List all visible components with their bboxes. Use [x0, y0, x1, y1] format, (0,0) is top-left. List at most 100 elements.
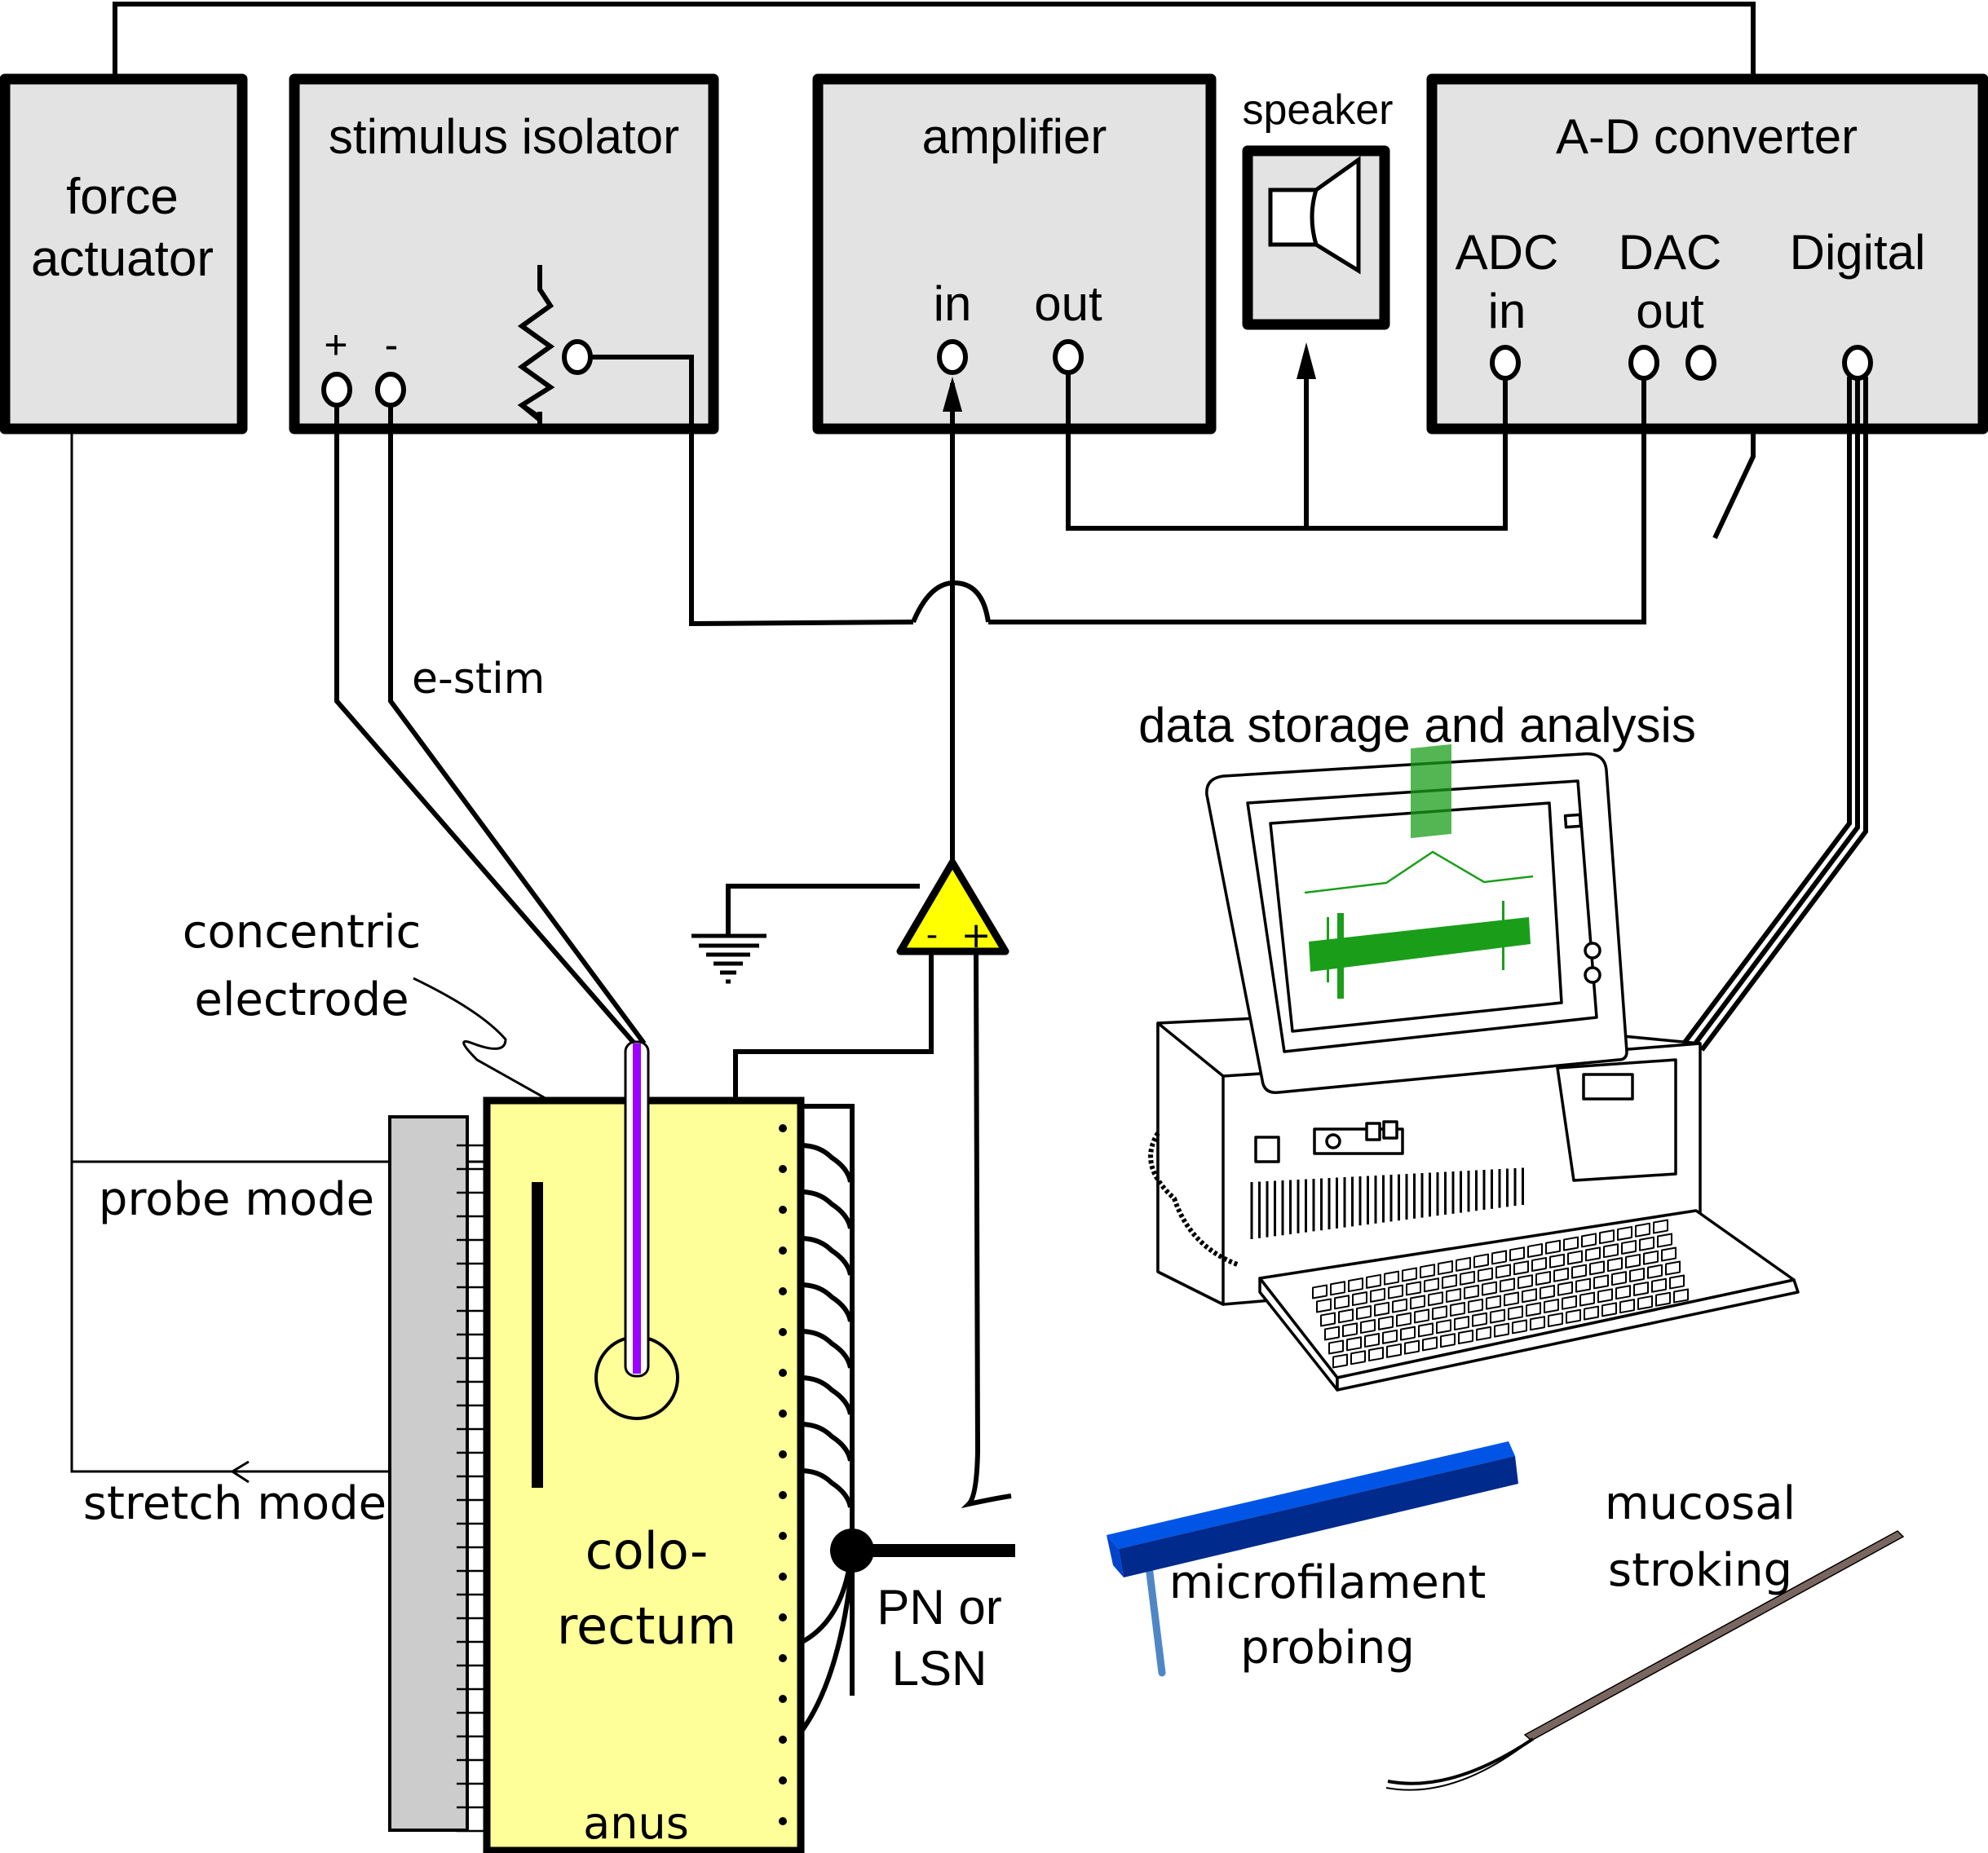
adc-in-jack[interactable]: [1490, 345, 1521, 381]
key: [1549, 1253, 1565, 1268]
key: [1316, 1298, 1332, 1313]
preamp-plus-label: +: [961, 915, 992, 956]
key: [1422, 1336, 1438, 1352]
nerve-branch: [800, 1375, 853, 1415]
tissue-dot: [779, 1817, 787, 1825]
e-stim-label: e-stim: [412, 655, 545, 704]
tissue-dot: [779, 1654, 787, 1662]
probe-bar: [532, 1182, 543, 1488]
concentric-electrode-label-1: concentric: [183, 906, 422, 959]
key: [1593, 1274, 1609, 1290]
amplifier-in-jack[interactable]: [937, 339, 968, 375]
nerve-branch: [800, 1236, 853, 1276]
speaker-icon: [1268, 156, 1361, 275]
tissue-dot: [779, 1287, 787, 1295]
mucosal-label-1: mucosal: [1605, 1477, 1796, 1530]
key: [1478, 1267, 1493, 1282]
digital-jack[interactable]: [1842, 345, 1873, 381]
colorectum-preparation: colo- rectum anus: [388, 1040, 1015, 1853]
key: [1545, 1239, 1561, 1255]
key: [1579, 1291, 1595, 1307]
key: [1669, 1274, 1685, 1290]
tissue-dot: [779, 1410, 787, 1418]
key: [1567, 1250, 1583, 1265]
tissue-dot: [779, 1491, 787, 1499]
plus-terminal-jack[interactable]: [321, 372, 352, 408]
key: [1392, 1298, 1407, 1313]
key: [1476, 1326, 1491, 1341]
key: [1464, 1284, 1479, 1299]
key: [1527, 1242, 1543, 1259]
tissue-dot: [779, 1613, 787, 1621]
minus-terminal-label: -: [385, 322, 399, 368]
concentric-electrode[interactable]: [594, 1040, 679, 1420]
key: [1473, 1253, 1489, 1268]
key: [1504, 1291, 1519, 1307]
key: [1486, 1295, 1501, 1310]
key: [1410, 1295, 1425, 1310]
key: [1553, 1267, 1569, 1282]
key: [1494, 1322, 1509, 1338]
concentric-electrode-pointer: [413, 977, 608, 1135]
key: [1531, 1256, 1547, 1273]
key: [1374, 1301, 1389, 1317]
key: [1495, 1264, 1511, 1279]
tissue-dot: [779, 1736, 787, 1744]
adc-in-label: in: [1488, 284, 1526, 338]
potentiometer-wiper-jack[interactable]: [562, 339, 593, 375]
dac-out-jack[interactable]: [1628, 345, 1659, 381]
stimulus-isolator-box: stimulus isolator + -: [289, 73, 719, 435]
microfilament-label-2: probing: [1240, 1621, 1415, 1674]
key: [1673, 1288, 1689, 1304]
key: [1639, 1236, 1654, 1251]
minus-terminal-jack[interactable]: [375, 372, 406, 408]
key: [1342, 1322, 1358, 1338]
keyboard-keys: [1312, 1219, 1689, 1369]
key: [1404, 1339, 1420, 1355]
brush-icon: [1385, 1530, 1905, 1791]
force-actuator-box: force actuator: [0, 73, 248, 435]
nerve-branches: [798, 1143, 855, 1734]
key: [1509, 1246, 1525, 1262]
key: [1350, 1350, 1366, 1365]
dac-out-2-jack[interactable]: [1685, 345, 1716, 381]
nerve-branch: [800, 1468, 853, 1508]
key: [1352, 1291, 1367, 1307]
key: [1599, 1229, 1615, 1245]
key: [1617, 1225, 1632, 1241]
key: [1589, 1260, 1605, 1276]
mucosal-label-2: stroking: [1608, 1544, 1792, 1597]
speaker: speaker: [1242, 86, 1394, 330]
nerve-branch: [800, 1422, 853, 1462]
digital-cable: [1681, 377, 1868, 1052]
microfilament-icon: [1107, 1441, 1518, 1677]
key: [1368, 1347, 1384, 1362]
key: [1460, 1270, 1475, 1286]
nerve-branch: [800, 1189, 853, 1229]
key: [1562, 1295, 1577, 1310]
key: [1428, 1291, 1443, 1307]
nerve-trunk: [852, 1544, 1015, 1557]
probe-mode-label: probe mode: [99, 1173, 374, 1226]
key: [1312, 1284, 1328, 1299]
tissue-dot: [779, 1165, 787, 1173]
preamplifier: - +: [691, 858, 1012, 1509]
amplifier-out-jack[interactable]: [1053, 339, 1084, 375]
screen-trace: [1304, 743, 1534, 999]
key: [1522, 1288, 1537, 1304]
tissue-dot: [779, 1369, 787, 1377]
tissue-dot: [779, 1328, 787, 1336]
key: [1548, 1312, 1563, 1327]
key: [1557, 1281, 1573, 1296]
key: [1458, 1330, 1473, 1345]
dac-out-label: out: [1636, 284, 1704, 338]
key: [1629, 1267, 1645, 1282]
key: [1665, 1260, 1681, 1276]
key: [1346, 1336, 1362, 1352]
key: [1438, 1260, 1453, 1276]
key: [1597, 1288, 1613, 1304]
key: [1338, 1308, 1354, 1324]
key: [1446, 1288, 1461, 1304]
key: [1432, 1305, 1447, 1321]
key: [1420, 1264, 1435, 1279]
